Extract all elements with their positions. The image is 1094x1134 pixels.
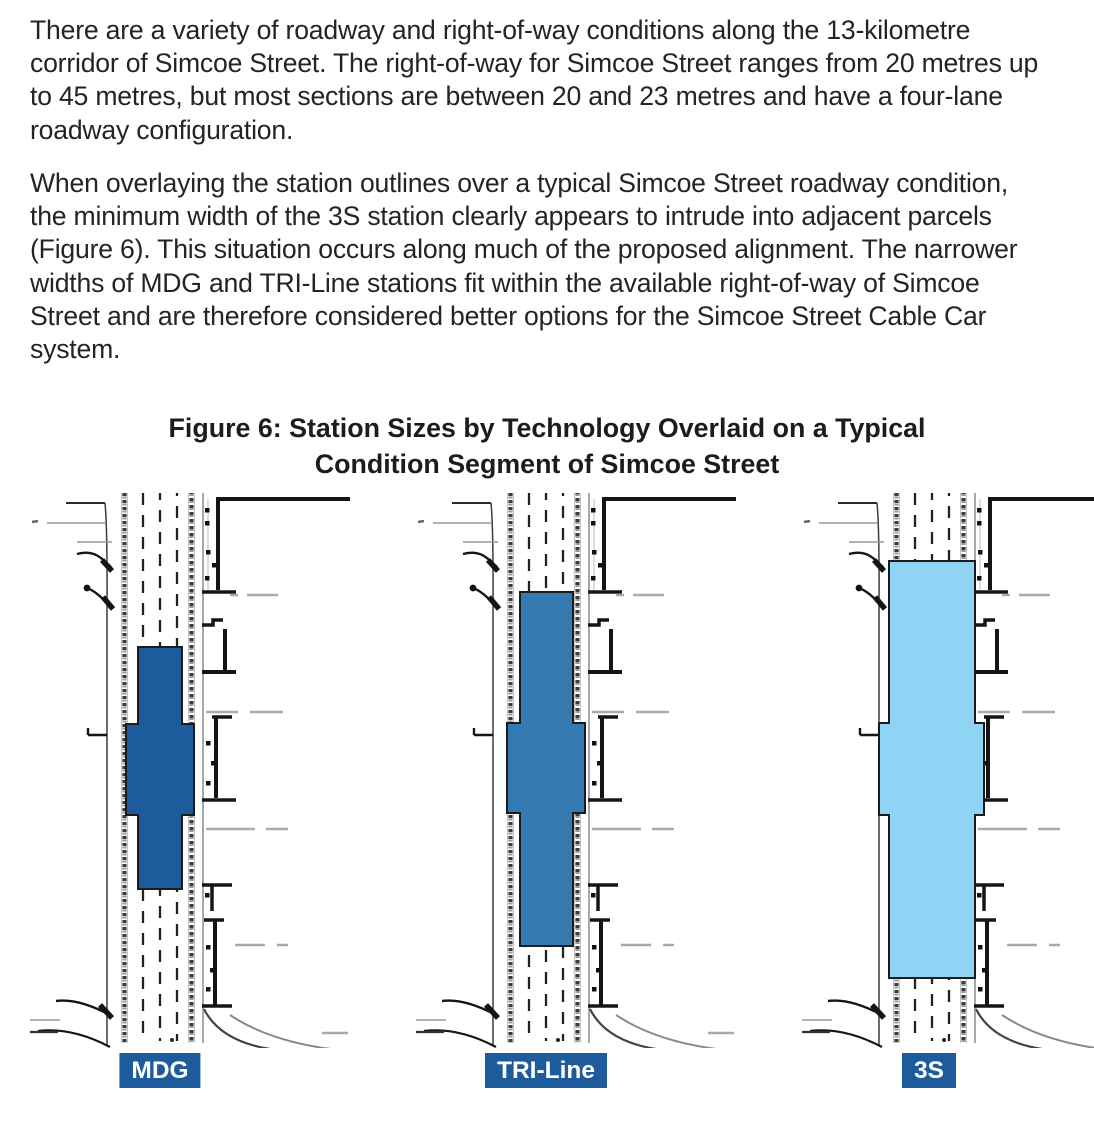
roadway-plan-3s <box>802 493 1094 1048</box>
station-label-tri-line: TRI-Line <box>485 1053 607 1088</box>
station-label-3s: 3S <box>902 1053 956 1088</box>
station-footprint-tri-line <box>506 591 586 947</box>
figure-title: Figure 6: Station Sizes by Technology Ov… <box>168 413 926 479</box>
station-label-mdg: MDG <box>119 1053 201 1088</box>
station-footprint-mdg <box>125 646 195 890</box>
paragraph-2: When overlaying the station outlines ove… <box>30 168 1018 365</box>
figure-panel-mdg <box>30 493 350 1053</box>
figure-panel-tri-line <box>416 493 736 1053</box>
paragraph-1: There are a variety of roadway and right… <box>30 15 1039 145</box>
roadway-plan-tri-line <box>416 493 736 1048</box>
figure-panel-3s <box>802 493 1094 1053</box>
roadway-plan-mdg <box>30 493 350 1048</box>
station-footprint-3s <box>878 560 985 979</box>
